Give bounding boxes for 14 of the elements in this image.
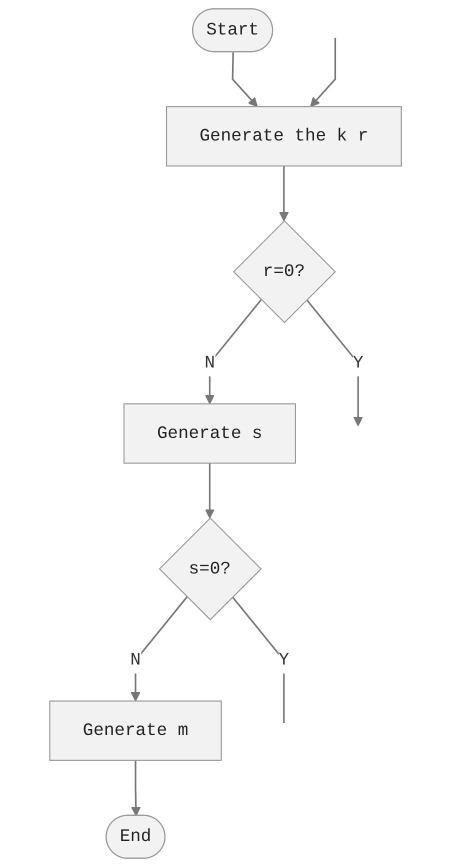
arrow — [132, 760, 142, 816]
arrow — [310, 38, 336, 108]
arrow — [280, 166, 290, 222]
edge-label: Y — [353, 353, 364, 374]
edge-label: N — [130, 650, 142, 670]
node-box: Generate the k r — [166, 106, 402, 167]
node-box: Generate m — [50, 700, 222, 761]
node-diamond: s=0? — [159, 517, 262, 620]
arrow — [232, 52, 258, 108]
edge-label: N — [204, 353, 216, 374]
arrow — [205, 463, 215, 519]
edge-label: Y — [279, 650, 290, 670]
node-box: Generate s — [124, 403, 296, 464]
node-diamond: r=0? — [233, 220, 336, 324]
